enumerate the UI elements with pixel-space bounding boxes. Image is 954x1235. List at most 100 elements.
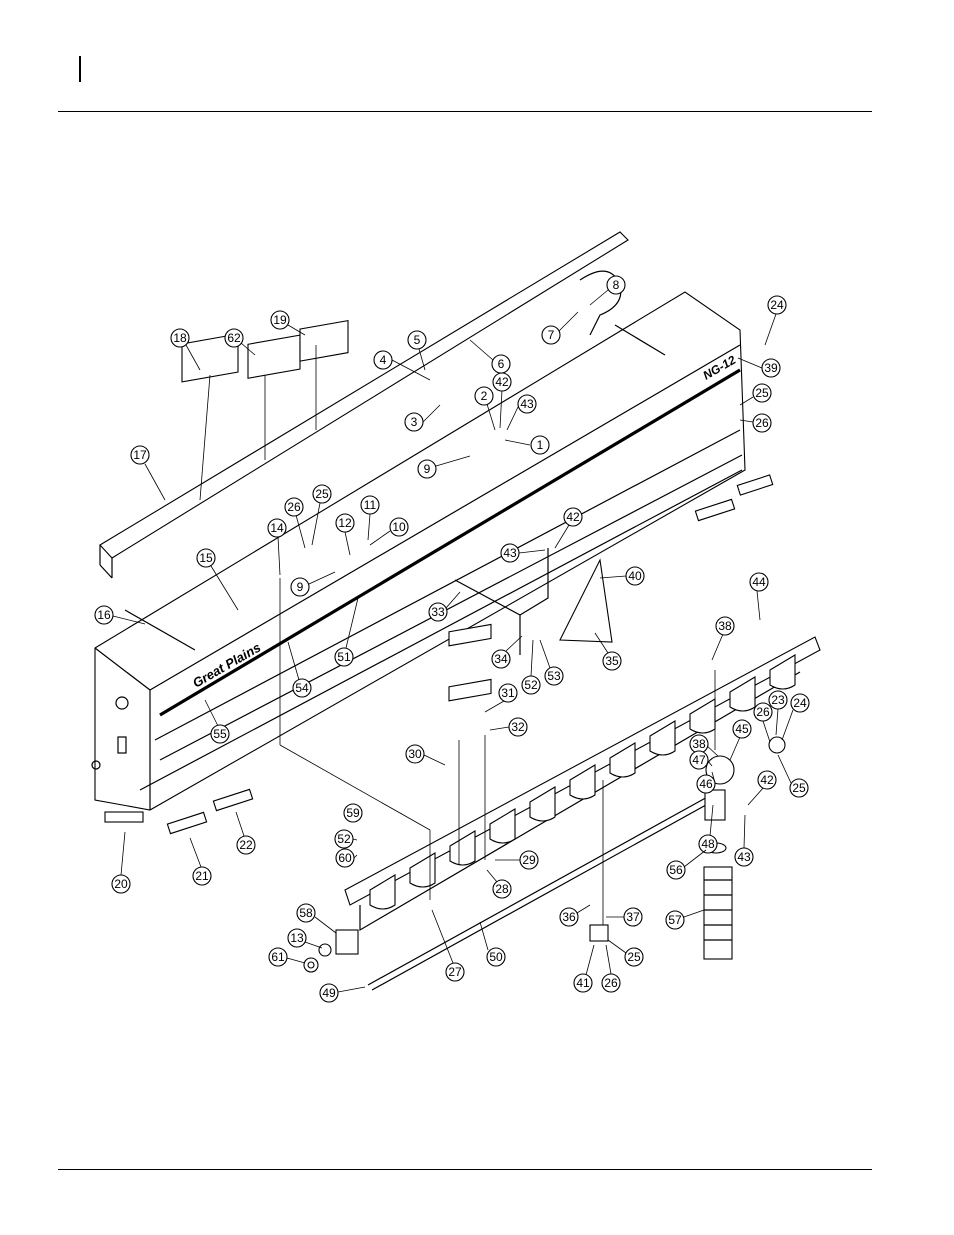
svg-text:41: 41	[576, 976, 590, 990]
callout-25c: 25	[778, 755, 808, 797]
svg-text:4: 4	[380, 353, 387, 367]
callout-57: 57	[666, 910, 704, 929]
svg-text:55: 55	[213, 727, 227, 741]
svg-text:38: 38	[692, 737, 706, 751]
svg-text:53: 53	[547, 669, 561, 683]
svg-text:22: 22	[239, 838, 253, 852]
svg-text:27: 27	[448, 965, 462, 979]
svg-text:56: 56	[669, 863, 683, 877]
callout-40: 40	[600, 567, 644, 585]
svg-text:24: 24	[770, 298, 784, 312]
svg-text:45: 45	[735, 722, 749, 736]
callout-22: 22	[236, 812, 255, 854]
svg-text:5: 5	[414, 333, 421, 347]
svg-text:14: 14	[270, 521, 284, 535]
svg-text:9: 9	[424, 462, 431, 476]
callout-41: 41	[574, 945, 594, 992]
svg-text:13: 13	[290, 931, 304, 945]
svg-text:43: 43	[503, 546, 517, 560]
svg-text:26: 26	[287, 500, 301, 514]
callout-28: 28	[487, 870, 511, 898]
callout-60: 60	[336, 849, 357, 867]
svg-text:31: 31	[501, 686, 515, 700]
seed-tube	[704, 790, 732, 959]
svg-text:36: 36	[562, 910, 576, 924]
svg-text:51: 51	[337, 650, 351, 664]
svg-text:42: 42	[566, 510, 580, 524]
svg-text:18: 18	[173, 331, 187, 345]
callout-49: 49	[320, 984, 365, 1002]
svg-text:11: 11	[364, 498, 377, 512]
svg-text:35: 35	[605, 654, 619, 668]
callout-26c: 26	[754, 703, 772, 742]
callout-59: 59	[344, 804, 362, 822]
svg-text:38: 38	[718, 619, 732, 633]
svg-text:32: 32	[511, 720, 525, 734]
svg-text:50: 50	[489, 950, 503, 964]
svg-text:62: 62	[227, 331, 241, 345]
callout-53: 53	[540, 640, 563, 685]
callout-17: 17	[131, 446, 165, 500]
callout-36: 36	[560, 905, 590, 926]
callout-52a: 52	[522, 640, 540, 694]
svg-text:3: 3	[411, 415, 418, 429]
callout-39: 39	[738, 358, 780, 377]
callout-20: 20	[112, 832, 130, 893]
callout-37: 37	[606, 908, 642, 926]
svg-text:2: 2	[481, 389, 488, 403]
svg-text:59: 59	[346, 806, 360, 820]
svg-text:6: 6	[498, 357, 505, 371]
svg-text:7: 7	[548, 328, 555, 342]
svg-text:9: 9	[297, 580, 304, 594]
callout-13: 13	[288, 929, 322, 948]
callout-29: 29	[495, 851, 538, 869]
svg-text:60: 60	[338, 851, 352, 865]
svg-text:40: 40	[628, 569, 642, 583]
callout-8: 8	[590, 276, 625, 305]
svg-text:17: 17	[133, 448, 147, 462]
svg-text:46: 46	[699, 777, 713, 791]
callout-42c: 42	[748, 771, 776, 805]
svg-text:28: 28	[495, 882, 509, 896]
callout-34: 34	[492, 636, 522, 668]
svg-text:42: 42	[760, 773, 774, 787]
svg-text:52: 52	[524, 678, 538, 692]
callout-25d: 25	[608, 940, 643, 966]
svg-text:29: 29	[522, 853, 536, 867]
callout-58: 58	[297, 904, 336, 933]
svg-text:54: 54	[295, 681, 309, 695]
svg-text:52: 52	[337, 832, 351, 846]
svg-text:16: 16	[97, 608, 111, 622]
callout-16: 16	[95, 606, 145, 624]
svg-text:42: 42	[495, 375, 509, 389]
callout-61: 61	[269, 948, 305, 966]
svg-text:61: 61	[271, 950, 285, 964]
callout-7: 7	[542, 312, 578, 344]
svg-text:57: 57	[668, 913, 682, 927]
callout-38a: 38	[712, 617, 734, 660]
svg-text:15: 15	[199, 551, 213, 565]
svg-text:26: 26	[604, 976, 618, 990]
svg-text:24: 24	[793, 696, 807, 710]
svg-text:12: 12	[338, 516, 352, 530]
svg-text:10: 10	[392, 520, 406, 534]
svg-text:25: 25	[627, 950, 641, 964]
svg-text:48: 48	[701, 837, 715, 851]
svg-text:58: 58	[299, 906, 313, 920]
callout-6: 6	[470, 340, 510, 373]
callout-52b: 52	[335, 830, 357, 848]
svg-text:34: 34	[494, 652, 508, 666]
svg-text:37: 37	[626, 910, 640, 924]
callout-3: 3	[405, 405, 440, 431]
svg-text:8: 8	[613, 278, 620, 292]
svg-text:19: 19	[273, 313, 287, 327]
svg-text:43: 43	[520, 397, 534, 411]
svg-text:47: 47	[692, 753, 706, 767]
svg-text:25: 25	[792, 781, 806, 795]
callout-27: 27	[432, 910, 464, 981]
svg-text:39: 39	[764, 361, 778, 375]
svg-text:33: 33	[431, 605, 445, 619]
svg-text:25: 25	[755, 386, 769, 400]
svg-text:1: 1	[537, 438, 544, 452]
callout-25a: 25	[740, 384, 771, 405]
